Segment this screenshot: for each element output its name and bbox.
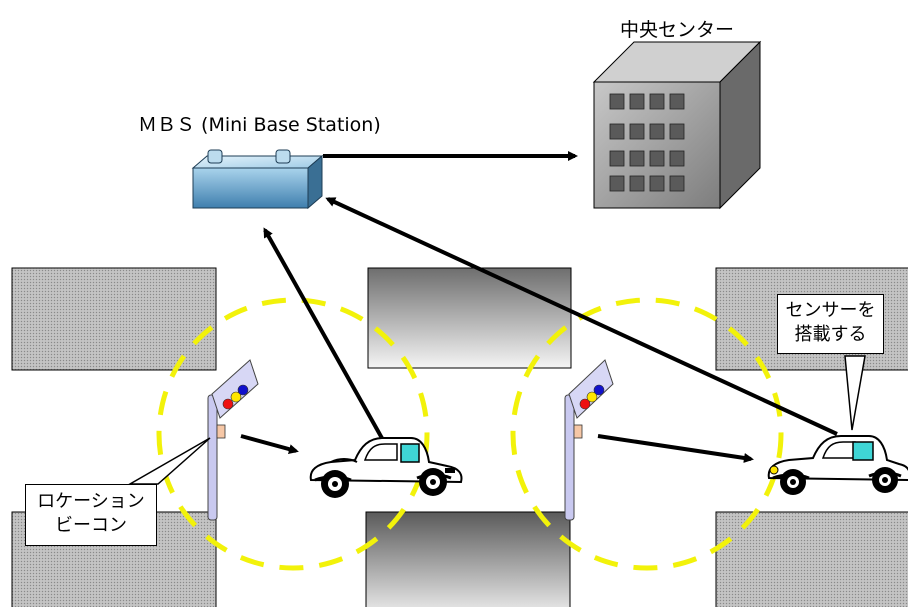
mbs-label: ＭＢＳ (Mini Base Station) [138, 114, 381, 136]
location-beacon-right [564, 359, 614, 521]
beacon-callout: ロケーション ビーコン [25, 484, 157, 546]
callout-pointer-sensor [844, 355, 866, 431]
arrow-left-beacon-to-car [240, 434, 299, 454]
sensor-callout-line1: センサーを [785, 300, 876, 321]
city-block-bottom-right [715, 511, 908, 611]
callout-pointer-beacon [127, 437, 211, 485]
city-block-top-middle [367, 267, 572, 369]
beacon-zone-left [156, 297, 430, 571]
beacon-zone-right [510, 297, 784, 571]
car-icon-right [767, 435, 908, 495]
central-center-label: 中央センター [620, 19, 735, 41]
data-flow-arrows [240, 151, 838, 463]
location-beacon-left [207, 359, 259, 521]
city-block-bottom-middle [365, 511, 571, 611]
sensor-callout-line2: 搭載する [794, 324, 867, 345]
arrow-right-beacon-to-car [597, 434, 754, 463]
car-icon-left [309, 437, 463, 498]
arrow-left-car-to-mbs [263, 227, 385, 441]
beacon-callout-line2: ビーコン [55, 515, 127, 536]
building-icon [592, 40, 762, 210]
arrow-right-car-to-mbs [325, 197, 838, 436]
beacon-callout-line1: ロケーション [37, 491, 145, 512]
mbs-device-icon [191, 149, 324, 210]
sensor-callout: センサーを 搭載する [777, 294, 884, 354]
city-block-top-left [11, 267, 217, 371]
